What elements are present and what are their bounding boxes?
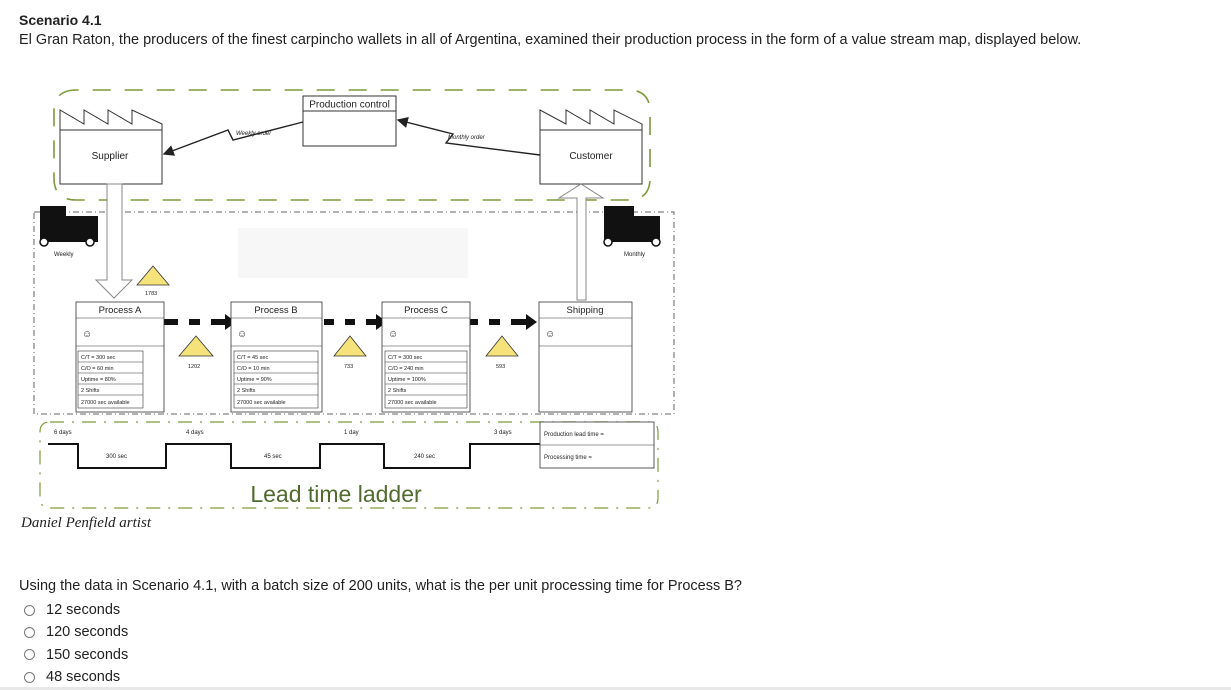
process-a-name: Process A (99, 305, 142, 316)
ladder-days-3: 1 day (344, 430, 359, 436)
inventory-count-593: 593 (496, 364, 505, 370)
processing-time-label: Processing time = (544, 455, 592, 461)
weekly-order-arrow (162, 121, 304, 156)
process-a-data-box (77, 350, 144, 409)
monthly-label: Monthly (624, 252, 645, 258)
process-c-data-box (384, 350, 468, 409)
process-c-available: 27000 sec available (388, 400, 437, 406)
answer-option-4[interactable]: 48 seconds (24, 666, 128, 688)
push-arrow-a-b (163, 314, 236, 330)
process-b-co: C/O = 10 min (237, 366, 270, 372)
radio-button[interactable] (24, 649, 35, 661)
operator-icon: ☺ (237, 329, 247, 340)
process-c-shifts: 2 Shifts (388, 388, 407, 394)
customer-shipment-arrow (557, 183, 605, 301)
shipping-name: Shipping (567, 305, 604, 316)
monthly-order-label: Monthly order (448, 135, 486, 141)
radio-button[interactable] (24, 604, 35, 616)
ladder-time-2: 45 sec (264, 454, 282, 460)
supplier-label: Supplier (92, 151, 129, 162)
inventory-triangle-733 (333, 335, 367, 357)
weekly-label: Weekly (54, 252, 74, 258)
lead-time-ladder-title: Lead time ladder (250, 481, 422, 507)
timeline-ladder (48, 443, 540, 469)
process-b-uptime: Uptime = 90% (237, 377, 272, 383)
push-arrow-c-shipping (468, 314, 537, 330)
production-control-box (302, 95, 397, 147)
answer-option-label: 12 seconds (46, 602, 121, 619)
answer-option-label: 120 seconds (46, 624, 129, 641)
process-c-co: C/O = 240 min (388, 366, 424, 372)
customer-label: Customer (569, 151, 613, 162)
production-control-label: Production control (309, 100, 390, 111)
supplier-shipment-arrow (94, 183, 134, 299)
customer-factory-icon (539, 109, 643, 185)
radio-button[interactable] (24, 626, 35, 638)
operator-icon: ☺ (82, 329, 92, 340)
process-a-shifts: 2 Shifts (81, 388, 100, 394)
faded-watermark (238, 228, 468, 278)
operator-icon: ☺ (545, 329, 555, 340)
scenario-title: Scenario 4.1 (19, 12, 102, 28)
value-stream-map: Production control Supplier Customer Wee… (33, 89, 675, 509)
process-a-co: C/O = 60 min (81, 366, 114, 372)
answer-option-label: 150 seconds (46, 646, 129, 663)
process-a-ct: C/T = 300 sec (81, 355, 116, 361)
production-lead-time-label: Production lead time = (544, 432, 604, 438)
supplier-factory-icon (59, 109, 163, 185)
process-b-available: 27000 sec available (237, 400, 286, 406)
radio-button[interactable] (24, 671, 35, 683)
ladder-days-2: 4 days (186, 430, 204, 436)
inventory-count-1783: 1783 (145, 291, 157, 297)
operator-icon: ☺ (388, 329, 398, 340)
lead-time-summary-box (539, 421, 655, 469)
artist-credit: Daniel Penfield artist (21, 515, 151, 531)
truck-icon-monthly (603, 206, 661, 247)
material-flow-border (33, 211, 675, 415)
answer-options: 12 seconds 120 seconds 150 seconds 48 se… (24, 599, 128, 688)
shipping-box: ☺ (538, 301, 633, 413)
process-c-name: Process C (404, 305, 448, 316)
process-c-ct: C/T = 300 sec (388, 355, 423, 361)
bottom-divider (0, 687, 1231, 690)
answer-option-label: 48 seconds (46, 669, 121, 686)
inventory-triangle-1202 (178, 335, 214, 357)
process-a-available: 27000 sec available (81, 400, 130, 406)
information-flow-border (53, 89, 651, 201)
question-text: Using the data in Scenario 4.1, with a b… (19, 578, 742, 594)
inventory-count-1202: 1202 (188, 364, 200, 370)
ladder-time-3: 240 sec (414, 454, 435, 460)
process-a-uptime: Uptime = 80% (81, 377, 116, 383)
monthly-order-arrow (396, 116, 541, 156)
truck-icon-weekly (39, 206, 98, 247)
process-b-data-box (233, 350, 319, 409)
ladder-time-1: 300 sec (106, 454, 127, 460)
answer-option-2[interactable]: 120 seconds (24, 621, 128, 643)
scenario-description: El Gran Raton, the producers of the fine… (19, 32, 1082, 48)
process-c-uptime: Uptime = 100% (388, 377, 426, 383)
timeline-border (39, 421, 659, 509)
push-arrow-b-c (324, 314, 387, 330)
process-b-shifts: 2 Shifts (237, 388, 256, 394)
inventory-count-733: 733 (344, 364, 353, 370)
weekly-order-label: Weekly order (236, 131, 272, 137)
process-b-name: Process B (254, 305, 297, 316)
answer-option-3[interactable]: 150 seconds (24, 644, 128, 666)
process-b-ct: C/T = 45 sec (237, 355, 268, 361)
ladder-days-1: 6 days (54, 430, 72, 436)
inventory-triangle-593 (485, 335, 519, 357)
ladder-days-4: 3 days (494, 430, 512, 436)
inventory-triangle-1783 (136, 265, 170, 286)
answer-option-1[interactable]: 12 seconds (24, 599, 128, 621)
